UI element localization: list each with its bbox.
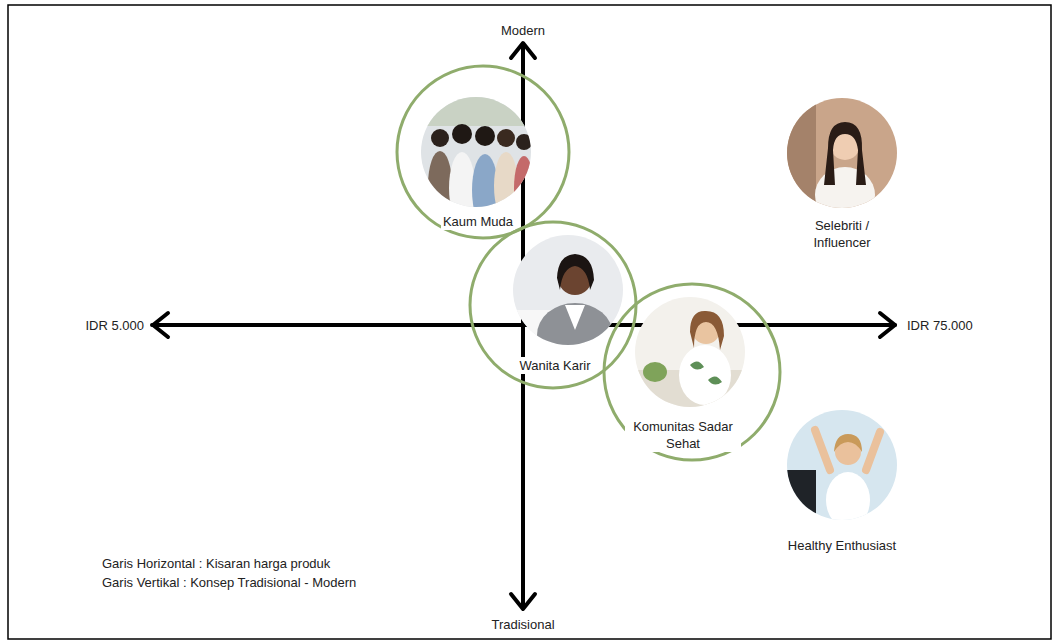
segment-label: Selebriti / Influencer [790, 217, 894, 251]
segment-label: Wanita Karir [517, 357, 592, 374]
axis-label: Tradisional [489, 616, 556, 633]
segment-label: Kaum Muda [441, 213, 515, 230]
segment-circle: Wanita Karir [468, 220, 638, 390]
ring-outline [470, 222, 636, 388]
segment-circle: Komunitas Sadar Sehat [602, 282, 782, 462]
health-community-photo [634, 296, 746, 410]
ring-outline [604, 284, 780, 460]
celebrity-photo [786, 97, 898, 223]
segment-label: Komunitas Sadar Sehat [625, 418, 741, 452]
segment-photo: Healthy Enthusiast [776, 408, 908, 558]
note: Garis Horizontal : Kisaran harga produk [100, 555, 332, 572]
axis-label: Modern [499, 22, 547, 39]
note: Garis Vertikal : Konsep Tradisional - Mo… [100, 574, 358, 591]
fitness-photo [786, 409, 898, 528]
segment-photo: Selebriti / Influencer [782, 95, 902, 260]
ring-outline [397, 66, 569, 238]
axis-label: IDR 5.000 [83, 317, 146, 334]
axes [152, 43, 895, 609]
segment-circle: Kaum Muda [395, 64, 571, 240]
axis-label: IDR 75.000 [905, 317, 975, 334]
youth-photo [420, 96, 534, 226]
frame [8, 5, 1051, 639]
segment-label: Healthy Enthusiast [786, 537, 898, 554]
